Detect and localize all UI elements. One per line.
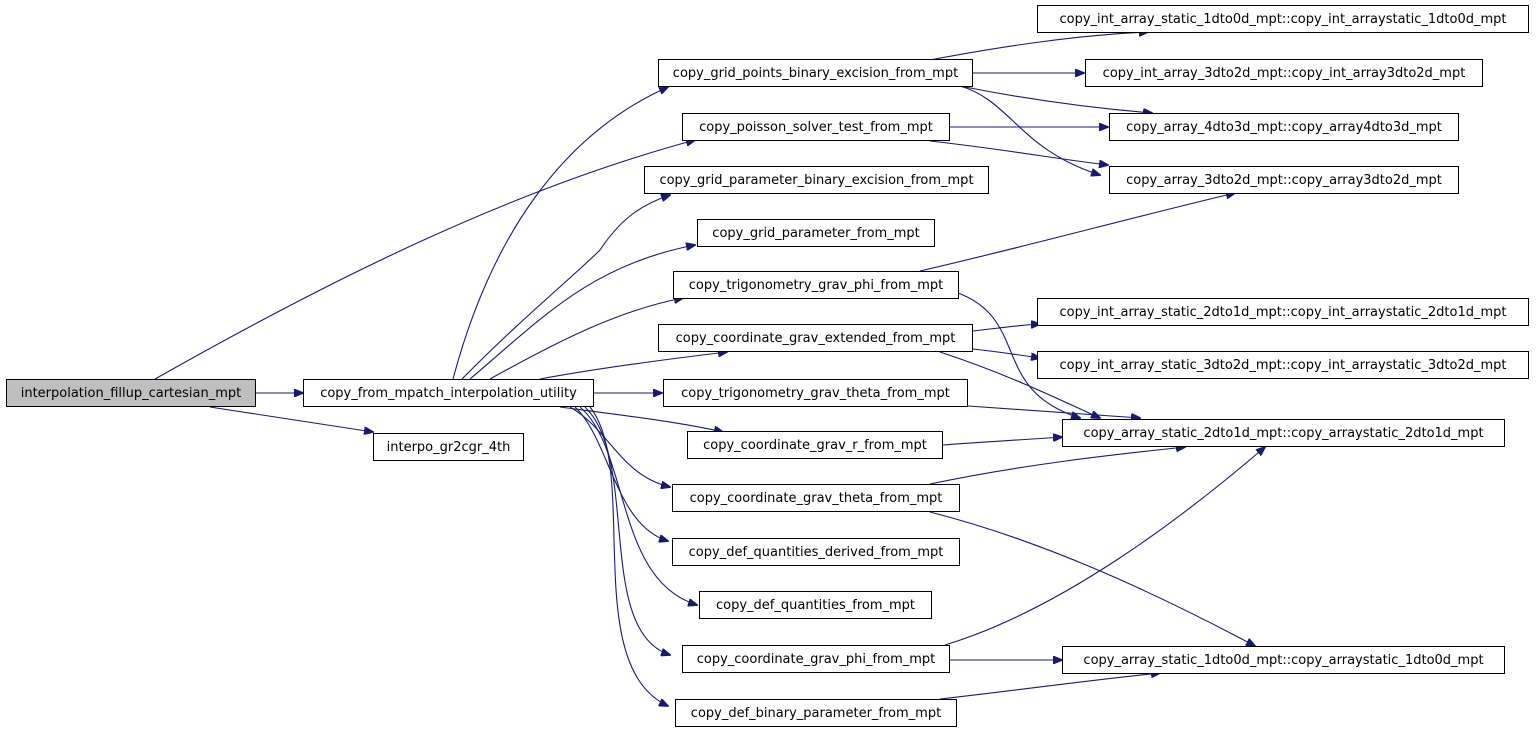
node-copy-poisson-solver-test-from-mpt[interactable]: copy_poisson_solver_test_from_mpt [682, 113, 950, 141]
node-copy-int-array-static-3dto2d-mpt[interactable]: copy_int_array_static_3dto2d_mpt::copy_i… [1037, 351, 1529, 379]
edge-cgtheta-to-as1 [929, 511, 1255, 646]
edge-tgtheta-to-as2 [967, 405, 1140, 418]
edge-util-to-dbp [589, 406, 668, 706]
edge-root-to-pst [154, 140, 695, 380]
edge-cge-to-ias2 [972, 324, 1040, 332]
node-copy-int-array-static-2dto1d-mpt[interactable]: copy_int_array_static_2dto1d_mpt::copy_i… [1037, 298, 1529, 326]
node-copy-coordinate-grav-r-from-mpt[interactable]: copy_coordinate_grav_r_from_mpt [687, 431, 943, 459]
edge-util-to-gpbe [452, 87, 668, 380]
node-copy-coordinate-grav-phi-from-mpt[interactable]: copy_coordinate_grav_phi_from_mpt [682, 645, 950, 673]
node-copy-coordinate-grav-extended-from-mpt[interactable]: copy_coordinate_grav_extended_from_mpt [658, 324, 973, 352]
edge-gpbe-to-a4 [959, 85, 1152, 113]
node-interpo-gr2cgr-4th[interactable]: interpo_gr2cgr_4th [373, 433, 524, 461]
edge-tgphi-to-as2 [957, 292, 1080, 418]
edge-util-to-cgr [559, 406, 723, 432]
node-copy-array-static-2dto1d-mpt[interactable]: copy_array_static_2dto1d_mpt::copy_array… [1062, 419, 1505, 447]
node-copy-trigonometry-grav-phi-from-mpt[interactable]: copy_trigonometry_grav_phi_from_mpt [673, 271, 959, 299]
edge-tgphi-to-a3 [919, 193, 1235, 272]
edge-util-to-dq [579, 406, 697, 605]
edge-pst-to-a3 [929, 140, 1108, 165]
node-interpolation-fillup-cartesian-mpt[interactable]: interpolation_fillup_cartesian_mpt [6, 379, 256, 407]
edge-cgphi-to-as2 [944, 447, 1265, 646]
edge-gpbe-to-ia1 [929, 32, 1148, 61]
edge-cgtheta-to-as2 [929, 447, 1185, 485]
node-copy-array-static-1dto0d-mpt[interactable]: copy_array_static_1dto0d_mpt::copy_array… [1062, 646, 1505, 674]
edge-cge-to-as2 [939, 351, 1100, 418]
edge-util-to-dqd [574, 406, 668, 541]
node-copy-int-array-static-1dto0d-mpt[interactable]: copy_int_array_static_1dto0d_mpt::copy_i… [1037, 5, 1529, 33]
edge-util-to-tgphi [489, 298, 683, 380]
node-copy-int-array-3dto2d-mpt[interactable]: copy_int_array_3dto2d_mpt::copy_int_arra… [1085, 59, 1483, 87]
node-copy-def-quantities-from-mpt[interactable]: copy_def_quantities_from_mpt [699, 591, 932, 619]
node-copy-grid-parameter-binary-excision-from-mpt[interactable]: copy_grid_parameter_binary_excision_from… [644, 166, 989, 194]
edge-root-to-interpo [209, 406, 373, 432]
edge-util-to-gparbe [461, 195, 670, 380]
node-copy-trigonometry-grav-theta-from-mpt[interactable]: copy_trigonometry_grav_theta_from_mpt [663, 379, 968, 407]
node-copy-grid-parameter-from-mpt[interactable]: copy_grid_parameter_from_mpt [697, 219, 935, 247]
node-copy-def-binary-parameter-from-mpt[interactable]: copy_def_binary_parameter_from_mpt [675, 699, 957, 727]
node-copy-def-quantities-derived-from-mpt[interactable]: copy_def_quantities_derived_from_mpt [672, 538, 960, 566]
node-copy-array-4dto3d-mpt[interactable]: copy_array_4dto3d_mpt::copy_array4dto3d_… [1109, 113, 1459, 141]
edge-cgr-to-as2 [942, 437, 1062, 446]
edge-dbp-to-as1 [939, 673, 1160, 700]
node-copy-coordinate-grav-theta-from-mpt[interactable]: copy_coordinate_grav_theta_from_mpt [672, 484, 960, 512]
node-copy-from-mpatch-interpolation-utility[interactable]: copy_from_mpatch_interpolation_utility [303, 379, 594, 407]
node-copy-array-3dto2d-mpt[interactable]: copy_array_3dto2d_mpt::copy_array3dto2d_… [1109, 166, 1459, 194]
edge-gpbe-to-a3 [959, 85, 1100, 175]
edge-cge-to-ias3 [972, 348, 1040, 358]
node-copy-grid-points-binary-excision-from-mpt[interactable]: copy_grid_points_binary_excision_from_mp… [658, 59, 973, 87]
edge-util-to-cge [539, 352, 727, 380]
edge-util-to-cgphi [584, 406, 670, 655]
edge-util-to-gpar [469, 245, 695, 380]
